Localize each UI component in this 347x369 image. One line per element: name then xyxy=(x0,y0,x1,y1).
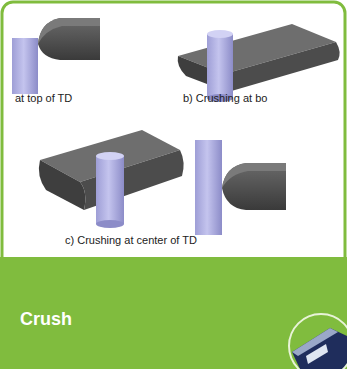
band-title: Crush xyxy=(20,309,72,330)
crushing-tool xyxy=(222,163,286,210)
figure-caption: at top of TD xyxy=(15,92,72,105)
cylinder-top xyxy=(96,152,124,160)
crushing-block-front xyxy=(39,160,85,210)
figure-caption: b) Crushing at bo xyxy=(183,92,267,105)
cylinder-cell xyxy=(207,34,233,98)
crushing-tool xyxy=(38,18,100,60)
crushing-block-side xyxy=(224,42,340,92)
figure-caption: c) Crushing at center of TD xyxy=(65,234,197,247)
crushing-block-side xyxy=(80,150,184,210)
title-band: Crush xyxy=(0,257,347,369)
cylinder-bottom xyxy=(96,220,124,228)
tool-highlight xyxy=(38,18,100,44)
cylinder-top xyxy=(207,30,233,38)
cylinder-cell xyxy=(195,140,222,235)
cylinder-cell xyxy=(96,156,124,224)
cylinder-cell xyxy=(12,38,38,94)
tool-highlight xyxy=(222,163,286,188)
